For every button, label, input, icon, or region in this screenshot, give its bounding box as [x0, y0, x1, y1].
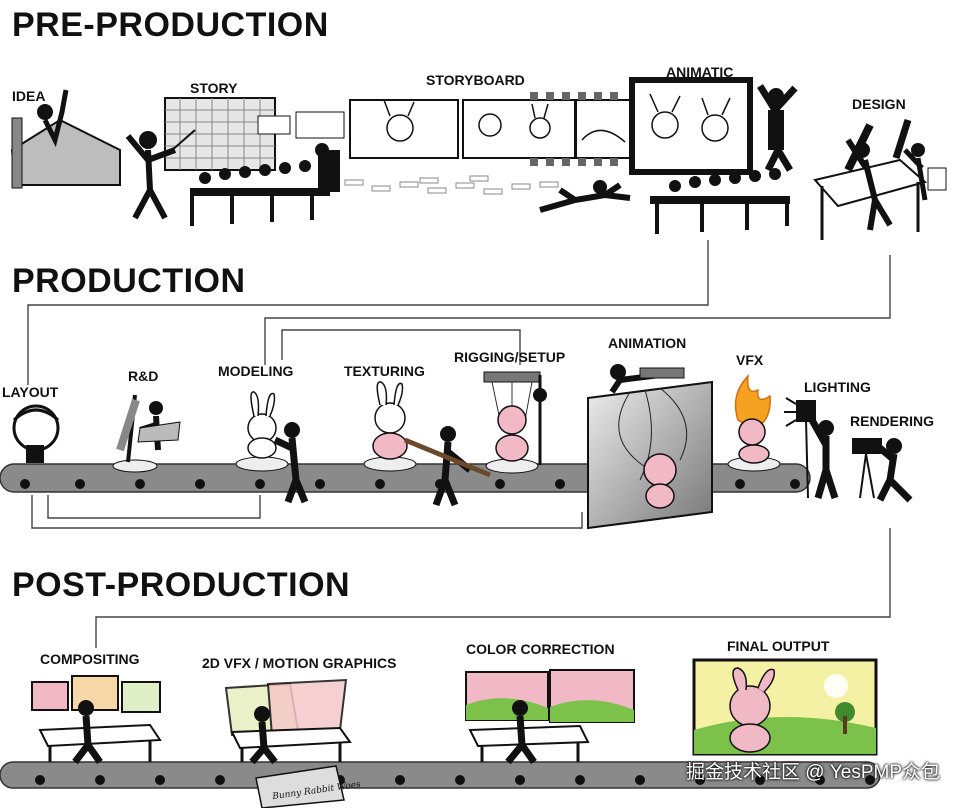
compositing-desk-illustration: [31, 675, 162, 765]
step-label-modeling: MODELING: [218, 363, 294, 379]
step-label-texturing: TEXTURING: [344, 363, 425, 379]
step-label-idea: IDEA: [12, 88, 46, 104]
story-audience-illustration: [190, 143, 340, 226]
final-output-illustration: [692, 658, 878, 756]
section-production: PRODUCTION: [12, 262, 246, 300]
layout-globe-illustration: [12, 404, 60, 463]
step-label-design: DESIGN: [852, 96, 906, 112]
post-conveyor-illustration: [0, 761, 881, 789]
step-label-vfx: VFX: [736, 352, 764, 368]
step-label-rnd: R&D: [128, 368, 159, 384]
animatic-screen-illustration: [629, 77, 798, 175]
rigging-bunny-illustration: [483, 371, 547, 474]
rnd-illustration: [112, 394, 181, 473]
fallen-person-illustration: [539, 180, 631, 213]
step-label-compositing: COMPOSITING: [40, 651, 140, 667]
color-correction-desk-illustration: [465, 669, 635, 765]
step-label-animatic: ANIMATIC: [666, 64, 734, 80]
flow-connectors: [27, 240, 891, 648]
step-label-2d-vfx-motion-graphics: 2D VFX / MOTION GRAPHICS: [202, 655, 397, 671]
scattered-papers-illustration: [344, 175, 559, 195]
animatic-audience-illustration: [650, 168, 790, 234]
step-label-storyboard: STORYBOARD: [426, 72, 525, 88]
step-label-story: STORY: [190, 80, 238, 96]
watermark: 掘金技术社区 @ YesPMP众包: [685, 762, 940, 783]
step-label-rigging-setup: RIGGING/SETUP: [454, 349, 566, 365]
step-label-layout: LAYOUT: [2, 384, 59, 400]
modeling-bunny-illustration: [235, 391, 309, 504]
step-label-lighting: LIGHTING: [804, 379, 871, 395]
section-pre-production: PRE-PRODUCTION: [12, 6, 329, 44]
rendering-illustration: [852, 438, 913, 503]
vfx-fire-illustration: [727, 373, 781, 472]
design-desk-illustration: [813, 118, 947, 240]
motion-graphics-desk-illustration: [224, 678, 352, 808]
step-label-color-correction: COLOR CORRECTION: [466, 641, 615, 657]
texturing-bunny-illustration: [363, 381, 491, 507]
story-wall-illustration: [125, 97, 345, 220]
idea-bed-illustration: [10, 89, 121, 189]
section-post-production: POST-PRODUCTION: [12, 566, 351, 604]
step-label-animation: ANIMATION: [608, 335, 687, 351]
step-label-rendering: RENDERING: [850, 413, 935, 429]
lighting-illustration: [784, 397, 839, 500]
step-label-final-output: FINAL OUTPUT: [727, 638, 830, 654]
storyboard-frames-illustration: [349, 92, 631, 166]
animation-board-illustration: [587, 364, 713, 530]
